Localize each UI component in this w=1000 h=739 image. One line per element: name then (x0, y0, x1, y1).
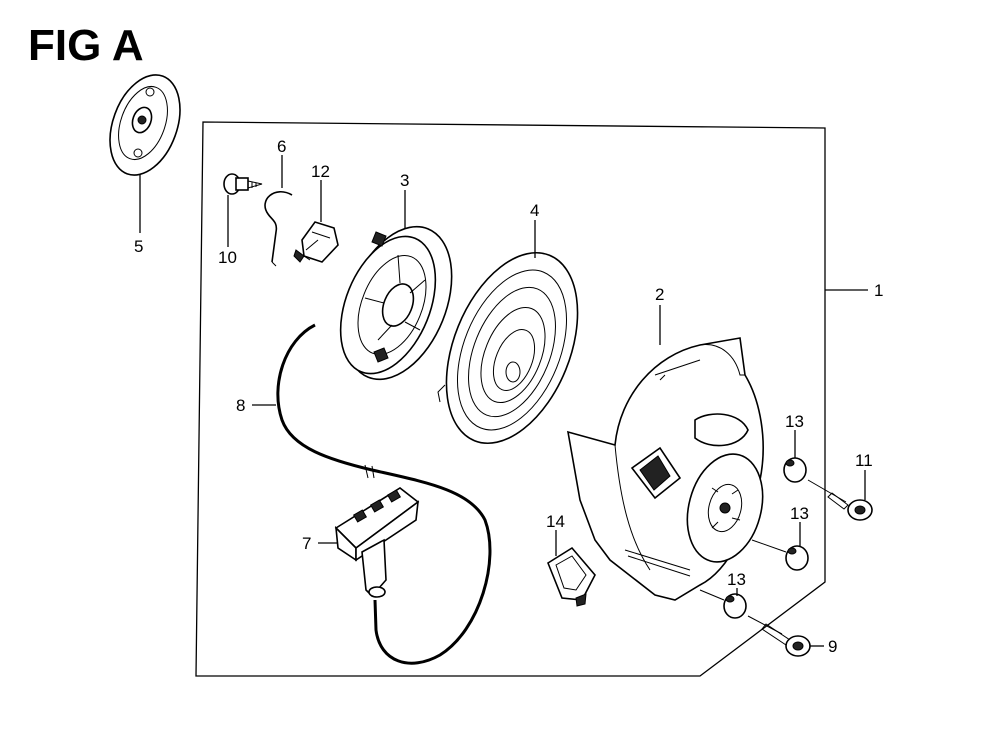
figure-title: FIG A (28, 21, 144, 70)
part-9-bolt-icon (747, 615, 811, 657)
part-10-bolt-icon (223, 173, 263, 195)
callout-11: 11 (855, 451, 873, 470)
callout-12: 12 (311, 162, 330, 181)
callout-3: 3 (400, 171, 409, 190)
part-11-bolt-icon (807, 479, 873, 521)
callout-2: 2 (655, 285, 664, 304)
callout-13-a: 13 (785, 412, 804, 431)
part-6-clip-icon (264, 190, 293, 267)
callout-13-b: 13 (790, 504, 809, 523)
callout-5: 5 (134, 237, 143, 256)
part-13-collar-icon-b (785, 545, 809, 571)
callout-8: 8 (236, 396, 245, 415)
part-5-flange-icon (109, 74, 181, 176)
part-8-rope-icon (276, 323, 492, 665)
part-12-ratchet-icon (293, 221, 339, 263)
part-13-collar-icon-c (723, 593, 747, 619)
part-14-guide-icon (547, 546, 596, 607)
part-7-handle-icon (334, 487, 420, 598)
axis-13-b (751, 539, 787, 553)
part-4-spring-icon (437, 251, 579, 445)
part-3-reel-icon (339, 225, 453, 381)
callout-13-c: 13 (727, 570, 746, 589)
rope-knot (364, 464, 375, 479)
part-13-collar-icon-a (783, 457, 807, 483)
callout-1: 1 (874, 281, 883, 300)
callout-4: 4 (530, 201, 539, 220)
callout-10: 10 (218, 248, 237, 267)
part-2-housing-icon (566, 337, 764, 601)
callout-6: 6 (277, 137, 286, 156)
callout-14: 14 (546, 512, 565, 531)
axis-13-c (699, 589, 725, 601)
callout-7: 7 (302, 534, 311, 553)
callout-9: 9 (828, 637, 837, 656)
